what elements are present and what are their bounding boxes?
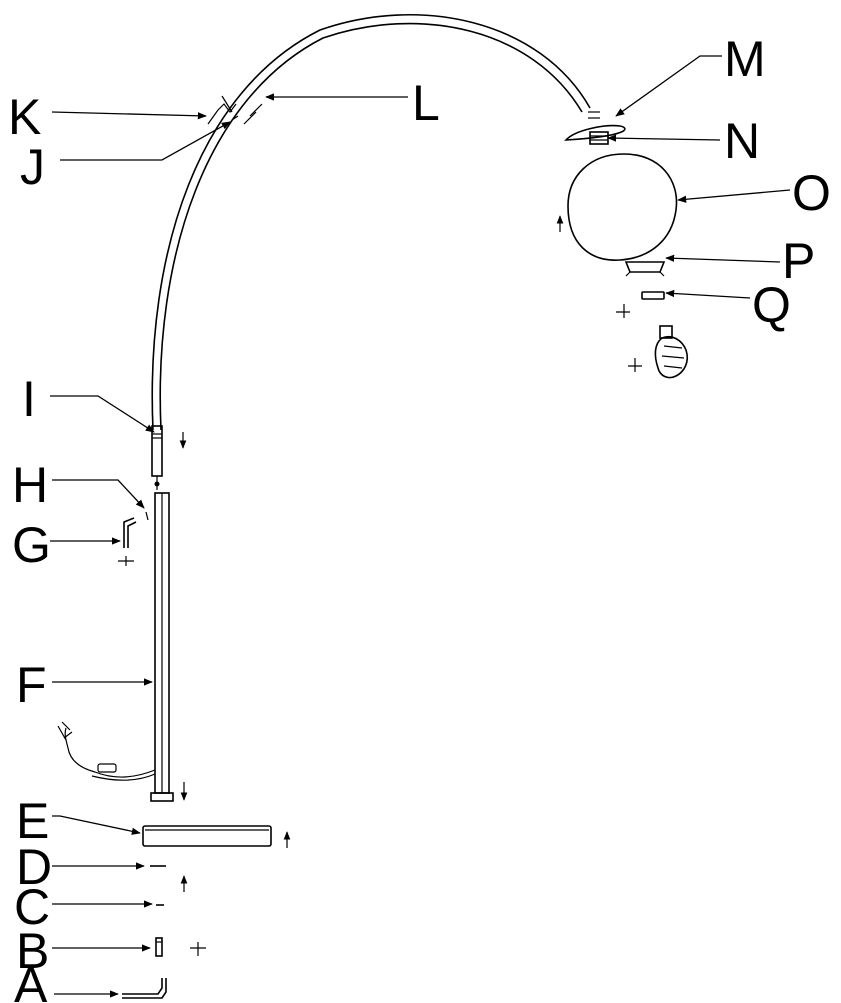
label-n: N xyxy=(724,113,760,169)
label-m: M xyxy=(724,31,766,87)
label-l: L xyxy=(412,75,440,131)
label-a: A xyxy=(14,957,48,1003)
label-p: P xyxy=(782,233,815,289)
leader-lines xyxy=(50,55,791,998)
label-g: G xyxy=(12,517,51,573)
label-e: E xyxy=(16,793,49,849)
pole-connector xyxy=(151,425,163,490)
arc-arm xyxy=(151,14,591,431)
bolt xyxy=(155,937,163,957)
label-k: K xyxy=(8,89,41,145)
main-pole xyxy=(150,492,174,802)
power-cord xyxy=(57,721,156,781)
pole-screw xyxy=(145,481,160,521)
allen-key xyxy=(122,978,167,999)
direction-indicators xyxy=(118,215,642,956)
label-o: O xyxy=(792,165,831,221)
glass-globe xyxy=(567,153,678,261)
label-h: H xyxy=(12,457,48,513)
shade-bracket xyxy=(624,261,666,277)
label-f: F xyxy=(16,657,47,713)
allen-key-small xyxy=(123,517,137,548)
base-plate xyxy=(142,825,272,847)
shade-clip xyxy=(641,291,665,300)
wire-clip xyxy=(207,95,239,125)
light-bulb xyxy=(654,325,689,379)
label-j: J xyxy=(20,139,45,195)
label-b: B xyxy=(16,923,49,979)
label-c: C xyxy=(14,879,50,935)
label-d: D xyxy=(16,839,52,895)
label-q: Q xyxy=(752,277,791,333)
label-i: I xyxy=(22,371,36,427)
